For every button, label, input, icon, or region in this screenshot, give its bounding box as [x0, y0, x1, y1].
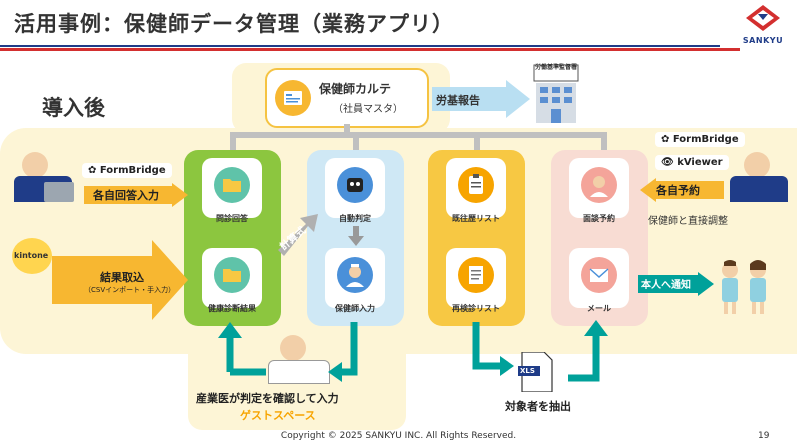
- connector-drop-blue: [353, 134, 359, 152]
- tile-mail[interactable]: [569, 248, 629, 308]
- kintone-text: kintone: [14, 251, 49, 260]
- notify-label: 本人へ通知: [641, 280, 691, 291]
- connector-drop-yellow: [474, 134, 480, 152]
- employee-avatar-left: [22, 152, 48, 178]
- label-kiouureki: 既往歴リスト: [452, 214, 500, 223]
- arrow-notify-icon: [638, 272, 714, 296]
- tile-kenshin[interactable]: [202, 248, 262, 308]
- section-heading: 導入後: [42, 96, 105, 120]
- teal-down-left-icon: [328, 322, 358, 382]
- clipboard-icon: [458, 167, 494, 203]
- formbridge-left: ✿ FormBridge: [82, 163, 172, 178]
- employee-body-right: [730, 176, 788, 202]
- connector-drop-pink: [601, 134, 607, 152]
- page-number: 19: [758, 431, 770, 441]
- karte-card: 保健師カルテ （社員マスタ）: [265, 68, 429, 128]
- kviewer-right: 👁 kViewer: [655, 155, 729, 170]
- kintone-logo: [12, 238, 52, 274]
- formbridge-right: ✿ FormBridge: [655, 132, 745, 147]
- label-mail: メール: [587, 304, 611, 313]
- tile-monshin[interactable]: [202, 158, 262, 218]
- folder-icon: [214, 257, 250, 293]
- arrow-kekka-icon: [52, 240, 188, 320]
- header-rule-red: [0, 48, 740, 51]
- connector-stem: [344, 124, 350, 134]
- karte-subtitle: （社員マスタ）: [333, 104, 403, 115]
- child-figures: [716, 260, 774, 320]
- formbridge-icon: ✿: [661, 134, 670, 145]
- teal-down-right-icon: [472, 322, 514, 376]
- teal-up-icon: [568, 320, 608, 382]
- connector-bar: [230, 132, 607, 138]
- rodo-arrow-icon: [432, 80, 530, 118]
- tile-hokenshi[interactable]: [325, 248, 385, 308]
- extract-label: 対象者を抽出: [505, 400, 571, 413]
- arrow-yoyaku-icon: [640, 178, 724, 202]
- rodo-label: 労基報告: [436, 94, 480, 107]
- nurse-icon: [337, 257, 373, 293]
- arrow-kakuji-icon: [84, 183, 188, 207]
- kekka-sublabel: （CSVインポート・手入力）: [84, 286, 176, 294]
- sankyu-logo: SANKYU: [738, 4, 788, 46]
- building-icon: [533, 64, 579, 123]
- kekka-label: 結果取込: [100, 271, 144, 284]
- employee-avatar-right: [744, 152, 770, 178]
- label-jidou: 自動判定: [339, 214, 371, 223]
- header-rule-blue: [0, 45, 720, 47]
- kviewer-label: kViewer: [677, 157, 723, 168]
- laptop-icon: [44, 182, 74, 202]
- tile-saikenshin[interactable]: [446, 248, 506, 308]
- label-kenshin: 健康診断結果: [208, 304, 256, 313]
- slide-title: 活用事例：保健師データ管理（業務アプリ）: [14, 12, 454, 36]
- direct-adjust-label: 保健師と直接調整: [648, 216, 728, 227]
- building-label: 労働基準監督署: [534, 64, 577, 71]
- xls-file-icon: XLS: [518, 351, 554, 393]
- doctor-avatar: [280, 335, 306, 361]
- logo-text: SANKYU: [742, 36, 784, 45]
- karte-title: 保健師カルテ: [319, 82, 392, 96]
- teal-uturn-left-icon: [218, 322, 266, 376]
- label-monshin: 問診回答: [216, 214, 248, 223]
- doctor-body: [268, 360, 330, 384]
- doctor-icon: [581, 167, 617, 203]
- yoyaku-label: 各自予約: [656, 184, 700, 197]
- formbridge-label-right: FormBridge: [672, 134, 739, 145]
- folder-icon: [214, 167, 250, 203]
- label-hokenshi: 保健師入力: [335, 304, 375, 313]
- calc-arrow-icon: [278, 214, 318, 256]
- formbridge-icon: ✿: [88, 165, 97, 176]
- kakuji-label: 各自回答入力: [93, 189, 159, 202]
- patients-icon: [722, 260, 766, 314]
- mail-icon: [581, 257, 617, 293]
- label-saikenshin: 再検診リスト: [452, 304, 500, 313]
- guest-space-label: ゲストスペース: [240, 409, 316, 422]
- xls-label: XLS: [520, 367, 535, 375]
- tile-kiouureki[interactable]: [446, 158, 506, 218]
- doctor-label: 産業医が判定を確認して入力: [196, 392, 339, 405]
- robot-icon: [337, 167, 373, 203]
- down-arrow-icon: [348, 226, 364, 246]
- document-icon: [458, 257, 494, 293]
- label-mendan: 面談予約: [583, 214, 615, 223]
- eye-icon: 👁: [661, 157, 674, 168]
- sankyu-logo-icon: [746, 5, 780, 31]
- tile-jidou[interactable]: [325, 158, 385, 218]
- karte-icon: [275, 80, 311, 116]
- formbridge-label: FormBridge: [99, 165, 166, 176]
- tile-mendan[interactable]: [569, 158, 629, 218]
- copyright: Copyright © 2025 SANKYU INC. All Rights …: [280, 431, 517, 441]
- connector-drop-green: [230, 134, 236, 152]
